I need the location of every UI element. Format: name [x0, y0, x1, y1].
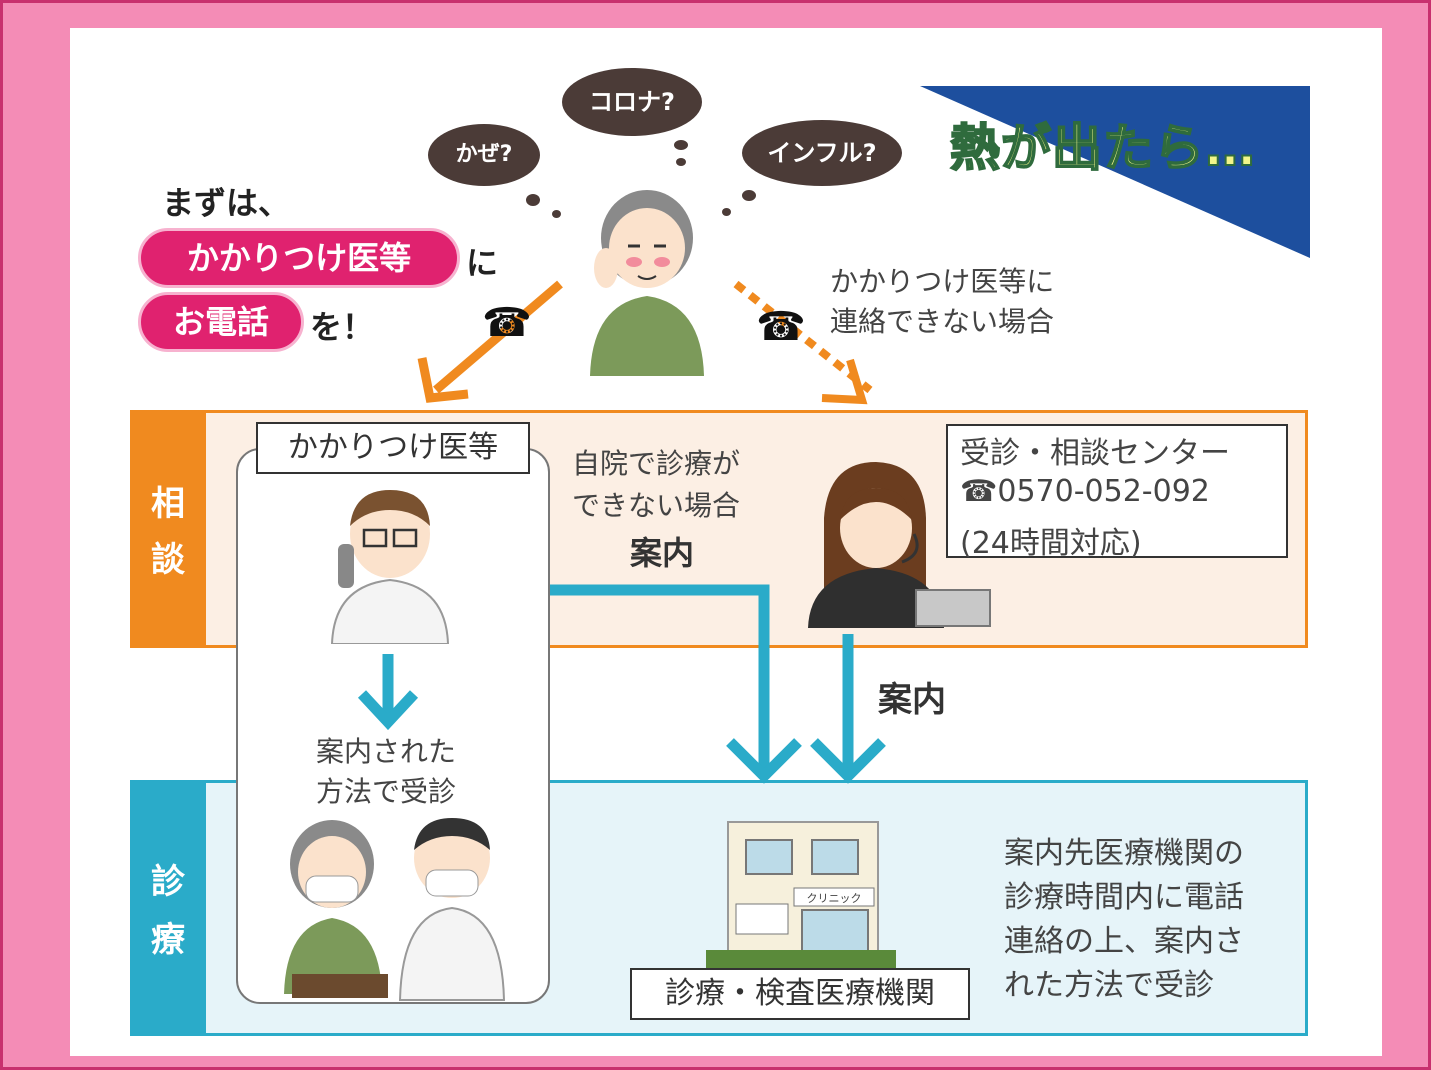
facility-note-line4: れた方法で受診 — [1004, 968, 1214, 1003]
thought-bubble-icon — [674, 140, 688, 150]
no-contact-line2: 連絡できない場合 — [830, 305, 1055, 338]
no-contact-line1: かかりつけ医等に — [830, 265, 1055, 298]
care-label-bottom: 療 — [151, 920, 185, 960]
thought-bubble-icon — [552, 210, 561, 218]
page-title: 熱が出たら… — [949, 118, 1256, 178]
consult-center-hours: (24時間対応) — [960, 526, 1142, 561]
family-doctor-pill: かかりつけ医等 — [138, 228, 460, 288]
guide-label-2: 案内 — [878, 680, 946, 720]
patient-icon — [590, 190, 704, 376]
doctor-icon — [330, 490, 450, 644]
consult-center-phone: ☎0570-052-092 — [960, 474, 1210, 509]
thought-bubble-flu: インフル? — [742, 120, 902, 186]
cannot-treat-line2: できない場合 — [572, 489, 741, 522]
guided-line1: 案内された — [316, 735, 457, 768]
guide-label-1: 案内 — [630, 534, 695, 572]
intro-suffix-wo: を！ — [310, 308, 375, 346]
care-tag — [130, 780, 206, 1036]
facility-note-line1: 案内先医療機関の — [1004, 836, 1244, 871]
arrow-icon — [357, 654, 419, 730]
clinic-sign: クリニック — [807, 892, 862, 905]
consult-center-box — [946, 424, 1288, 558]
thought-bubble-corona: コロナ? — [562, 68, 702, 136]
guided-line2: 方法で受診 — [316, 775, 457, 808]
thought-bubble-icon — [742, 190, 756, 201]
family-doctor-title: かかりつけ医等 — [256, 422, 530, 474]
clinic-icon: クリニック — [706, 821, 896, 968]
thought-bubble-icon — [526, 194, 540, 206]
intro-first: まずは、 — [162, 184, 291, 222]
consult-center-title: 受診・相談センター — [960, 436, 1230, 471]
consult-label-top: 相 — [151, 484, 185, 524]
facility-label: 診療・検査医療機関 — [630, 968, 970, 1020]
thought-bubble-icon — [722, 208, 731, 216]
consult-label-bottom: 談 — [151, 540, 185, 580]
cannot-treat-line1: 自院で診療が — [572, 447, 741, 480]
thought-bubble-icon — [676, 158, 686, 166]
arrow-icon — [550, 584, 886, 784]
arrow-icon — [417, 280, 873, 405]
title-banner-shape — [920, 86, 1310, 258]
phone-icon: ☎ — [756, 304, 806, 350]
facility-note-line2: 診療時間内に電話 — [1004, 880, 1244, 915]
thought-bubble-cold: かぜ? — [428, 124, 540, 186]
consult-tag — [130, 410, 206, 648]
care-label-top: 診 — [151, 862, 185, 902]
operator-icon — [808, 462, 991, 628]
diagram-canvas: 熱が出たら… かぜ? コロナ? インフル? まずは、 かかりつけ医等 に お電話… — [70, 28, 1382, 1056]
call-pill: お電話 — [138, 292, 304, 352]
facility-note-line3: 連絡の上、案内さ — [1004, 924, 1244, 959]
intro-suffix-ni: に — [466, 244, 499, 282]
phone-icon: ☎ — [482, 300, 532, 346]
patient-doctor-consult-icon — [284, 818, 506, 1001]
